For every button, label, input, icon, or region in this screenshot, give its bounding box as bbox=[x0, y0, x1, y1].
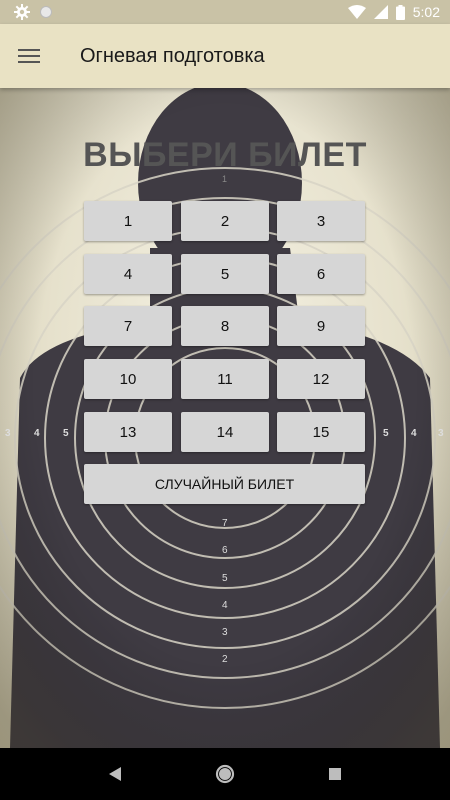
ring-label-left-1: 3 bbox=[5, 428, 11, 439]
home-circle-icon bbox=[215, 764, 235, 784]
ticket-button-6[interactable]: 6 bbox=[277, 254, 365, 294]
ring-label-bottom-3: 5 bbox=[222, 573, 228, 584]
ticket-button-3[interactable]: 3 bbox=[277, 201, 365, 241]
status-bar: 5:02 bbox=[0, 0, 450, 24]
app-title: Огневая подготовка bbox=[80, 44, 265, 67]
recents-square-icon bbox=[329, 768, 341, 780]
ring-label-top: 1 bbox=[222, 174, 228, 184]
battery-icon bbox=[395, 4, 405, 20]
ticket-button-12[interactable]: 12 bbox=[277, 359, 365, 399]
status-right: 5:02 bbox=[347, 4, 440, 20]
ring-label-right-3: 3 bbox=[438, 428, 444, 439]
random-ticket-button[interactable]: СЛУЧАЙНЫЙ БИЛЕТ bbox=[84, 464, 365, 504]
ticket-button-1[interactable]: 1 bbox=[84, 201, 172, 241]
main-content: 1 3 4 5 5 4 3 7 6 5 4 3 2 ВЫБЕРИ БИЛЕТ 1… bbox=[0, 88, 450, 748]
back-triangle-icon bbox=[109, 767, 121, 781]
cellular-signal-icon bbox=[373, 5, 388, 19]
notification-dot-icon bbox=[40, 6, 52, 18]
status-left bbox=[14, 4, 52, 20]
ticket-button-14[interactable]: 14 bbox=[181, 412, 269, 452]
ticket-button-10[interactable]: 10 bbox=[84, 359, 172, 399]
ring-label-bottom-1: 7 bbox=[222, 518, 228, 529]
nav-back-button[interactable] bbox=[95, 754, 135, 794]
ticket-button-11[interactable]: 11 bbox=[181, 359, 269, 399]
ticket-button-15[interactable]: 15 bbox=[277, 412, 365, 452]
ring-label-right-1: 5 bbox=[383, 428, 389, 439]
ticket-button-9[interactable]: 9 bbox=[277, 306, 365, 346]
ticket-button-13[interactable]: 13 bbox=[84, 412, 172, 452]
hamburger-menu-icon[interactable] bbox=[18, 44, 42, 68]
ring-label-bottom-2: 6 bbox=[222, 545, 228, 556]
app-bar: Огневая подготовка bbox=[0, 24, 450, 88]
ticket-button-5[interactable]: 5 bbox=[181, 254, 269, 294]
settings-gear-icon bbox=[14, 4, 30, 20]
ring-label-bottom-5: 3 bbox=[222, 627, 228, 638]
page-heading: ВЫБЕРИ БИЛЕТ bbox=[83, 136, 367, 174]
nav-home-button[interactable] bbox=[205, 754, 245, 794]
status-time: 5:02 bbox=[412, 4, 440, 20]
ticket-button-8[interactable]: 8 bbox=[181, 306, 269, 346]
ring-label-left-3: 5 bbox=[63, 428, 69, 439]
ring-label-right-2: 4 bbox=[411, 428, 417, 439]
ticket-button-4[interactable]: 4 bbox=[84, 254, 172, 294]
ring-label-bottom-4: 4 bbox=[222, 600, 228, 611]
system-nav-bar bbox=[0, 748, 450, 800]
ticket-button-2[interactable]: 2 bbox=[181, 201, 269, 241]
ring-label-bottom-6: 2 bbox=[222, 654, 228, 665]
ring-label-left-2: 4 bbox=[34, 428, 40, 439]
nav-recents-button[interactable] bbox=[315, 754, 355, 794]
wifi-icon bbox=[347, 5, 366, 19]
ticket-button-7[interactable]: 7 bbox=[84, 306, 172, 346]
